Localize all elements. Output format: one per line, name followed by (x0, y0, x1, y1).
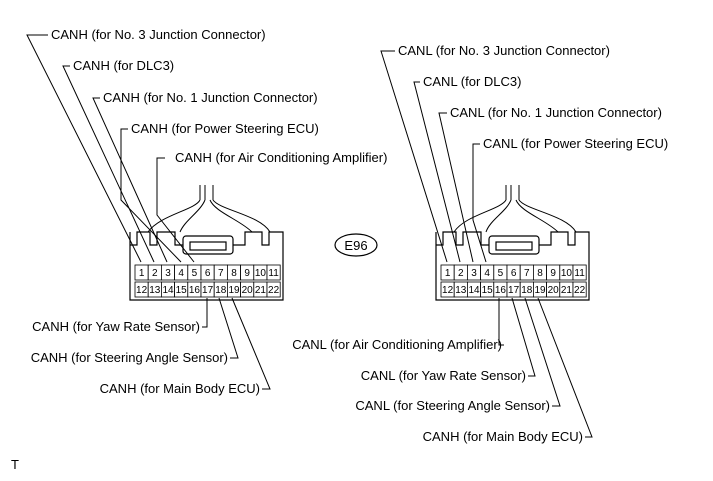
right-pin-label: 3 (471, 268, 477, 279)
left-pin-label: 8 (231, 268, 237, 279)
label-canh-main-body: CANH (for Main Body ECU) (100, 381, 260, 396)
right-pin-label: 10 (561, 268, 573, 279)
right-latch-slot (495, 241, 533, 251)
right-pin-label: 4 (484, 268, 490, 279)
left-harness (147, 185, 271, 233)
right-pin-label: 20 (548, 285, 560, 296)
right-pin-label: 1 (445, 268, 451, 279)
connector-code-badge (334, 233, 378, 257)
right-pin-label: 5 (498, 268, 504, 279)
label-canl-no1-junction: CANL (for No. 1 Junction Connector) (450, 105, 662, 120)
left-pin-label: 6 (205, 268, 211, 279)
left-leader-lines (26, 34, 271, 390)
left-pin-cell (266, 281, 281, 298)
left-pin-label: 22 (268, 285, 280, 296)
left-pin-label: 21 (255, 285, 267, 296)
footer-code: T (11, 457, 19, 472)
right-harness (453, 185, 577, 233)
label-canl-no3-junction: CANL (for No. 3 Junction Connector) (398, 43, 610, 58)
right-pin-label: 7 (524, 268, 530, 279)
right-pin-label: 11 (574, 268, 585, 279)
connector-code-text: E96 (344, 238, 367, 253)
right-pin-cell (572, 281, 587, 298)
right-pin-label: 9 (550, 268, 556, 279)
left-pin-label: 15 (176, 285, 188, 296)
left-pin-label: 9 (244, 268, 250, 279)
label-canl-power-steering: CANL (for Power Steering ECU) (483, 136, 668, 151)
left-pin-label: 7 (218, 268, 224, 279)
label-canl-air-conditioning: CANL (for Air Conditioning Amplifier) (292, 337, 502, 352)
label-canh-steering-angle: CANH (for Steering Angle Sensor) (31, 350, 228, 365)
left-pin-label: 14 (162, 285, 174, 296)
left-pin-label: 11 (268, 268, 279, 279)
right-leader-lines (380, 50, 593, 438)
right-pin-label: 13 (455, 285, 467, 296)
label-canh-air-conditioning: CANH (for Air Conditioning Amplifier) (175, 150, 387, 165)
left-pin-label: 19 (228, 285, 240, 296)
label-canh-dlc3: CANH (for DLC3) (73, 58, 174, 73)
left-pin-label: 18 (215, 285, 227, 296)
left-pin-label: 1 (139, 268, 145, 279)
left-pin-label: 16 (189, 285, 201, 296)
label-canh-main-body-right: CANH (for Main Body ECU) (423, 429, 583, 444)
left-pin-label: 20 (242, 285, 254, 296)
right-pin-label: 18 (521, 285, 533, 296)
left-pin-label: 2 (152, 268, 158, 279)
left-pin-label: 10 (255, 268, 267, 279)
left-pin-label: 17 (202, 285, 214, 296)
right-pin-label: 8 (537, 268, 543, 279)
right-pin-label: 14 (468, 285, 480, 296)
right-pin-label: 21 (561, 285, 573, 296)
right-pin-label: 6 (511, 268, 517, 279)
label-canl-yaw-rate: CANL (for Yaw Rate Sensor) (361, 368, 526, 383)
right-pin-label: 15 (482, 285, 494, 296)
label-canl-dlc3: CANL (for DLC3) (423, 74, 521, 89)
left-pin-label: 12 (136, 285, 148, 296)
label-canh-no3-junction: CANH (for No. 3 Junction Connector) (51, 27, 266, 42)
left-pin-label: 3 (165, 268, 171, 279)
right-pin-label: 2 (458, 268, 464, 279)
right-pin-label: 17 (508, 285, 520, 296)
left-pin-label: 13 (149, 285, 161, 296)
right-pin-label: 16 (495, 285, 507, 296)
right-pin-label: 12 (442, 285, 454, 296)
label-canh-yaw-rate: CANH (for Yaw Rate Sensor) (32, 319, 200, 334)
right-pin-label: 22 (574, 285, 586, 296)
left-pin-cell (266, 264, 281, 281)
label-canl-steering-angle: CANL (for Steering Angle Sensor) (355, 398, 550, 413)
label-canh-power-steering: CANH (for Power Steering ECU) (131, 121, 319, 136)
right-pin-label: 19 (534, 285, 546, 296)
label-canh-no1-junction: CANH (for No. 1 Junction Connector) (103, 90, 318, 105)
left-latch-slot (189, 241, 227, 251)
left-pin-label: 4 (178, 268, 184, 279)
left-pin-label: 5 (192, 268, 198, 279)
right-pin-cell (572, 264, 587, 281)
